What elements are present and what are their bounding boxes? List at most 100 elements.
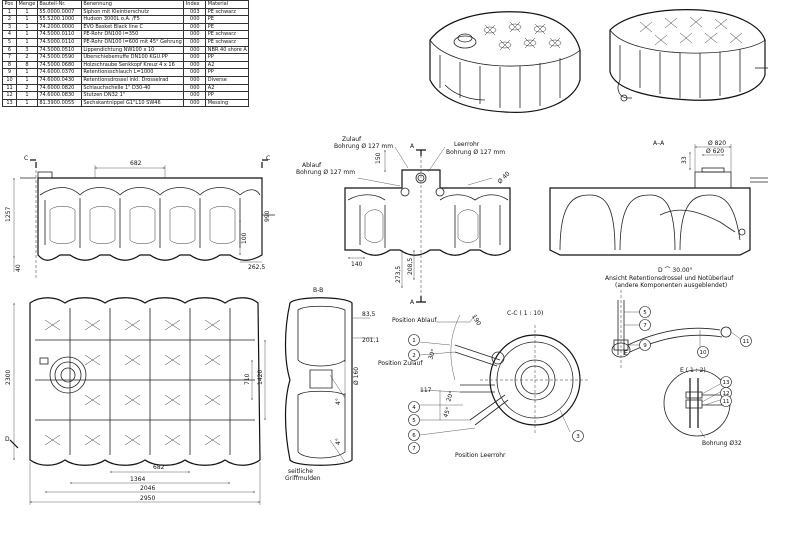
section-bb-title: B-B [313, 287, 323, 294]
dim-990: 990 [264, 210, 271, 222]
bom-cell-pos: 13 [2, 98, 17, 108]
dim-710: 710 [244, 373, 251, 385]
dim-262: 262,5 [248, 264, 265, 271]
callout-number: 10 [700, 350, 707, 356]
callout-number: 7 [412, 446, 416, 452]
callout-bubble [720, 395, 732, 407]
dim-1420: 1420 [257, 370, 264, 385]
dim-682-bottom: 682 [153, 464, 165, 471]
dim-2046: 2046 [140, 485, 155, 492]
dim-1257: 1257 [5, 207, 12, 222]
bill-of-materials-table: Pos Menge Bauteil-Nr. Benennung Index Ma… [2, 0, 250, 108]
dim-100: 100 [241, 232, 248, 244]
bohrung-32-label: Bohrung Ø32 [702, 440, 742, 447]
detail-d-view [611, 290, 743, 370]
callout-number: 2 [412, 353, 416, 359]
griffmulden-label-2: Griffmulden [285, 475, 321, 482]
callout-number: 13 [723, 380, 730, 386]
leerrohr-bohrung-label: Bohrung Ø 127 mm [446, 149, 505, 156]
callout-number: 5 [643, 310, 647, 316]
dim-83: 83,5 [362, 311, 376, 318]
section-bb-view [284, 297, 375, 466]
callout-number: 7 [643, 323, 647, 329]
dim-201: 201,1 [362, 337, 379, 344]
callout-number: 12 [723, 391, 730, 397]
dim-682-top: 682 [130, 160, 142, 167]
detail-e-view [663, 369, 731, 439]
cut-c-left: C [24, 155, 28, 162]
callout-bubble [697, 346, 709, 358]
callout-number: 4 [412, 405, 416, 411]
callout-number: 9 [643, 343, 647, 349]
ablauf-label: Ablauf [302, 162, 322, 169]
callout-bubble [408, 442, 420, 454]
top-view [9, 297, 266, 505]
griffmulden-label-1: seitliche [288, 468, 313, 475]
callout-bubble [408, 429, 420, 441]
section-aa-title: A–A [653, 140, 665, 147]
zulauf-bohrung-label: Bohrung Ø 127 mm [334, 143, 393, 150]
cut-d-label: D [5, 436, 10, 443]
detail-d-caption-1: Ansicht Retentionsdrossel und Notüberlau… [605, 275, 734, 282]
callout-bubble [572, 430, 584, 442]
cut-a-bottom: A [410, 299, 415, 306]
dim-45deg: 45° [442, 406, 452, 418]
callout-number: 1 [412, 338, 416, 344]
section-aa-view [549, 144, 768, 256]
dim-2950: 2950 [140, 495, 155, 502]
dim-160: Ø 160 [353, 367, 360, 385]
isometric-view-left [429, 11, 581, 113]
dim-190: 190 [470, 314, 482, 328]
cut-a-top: A [410, 143, 415, 150]
callout-bubble [740, 335, 752, 347]
dim-4deg-a: 4° [335, 398, 342, 405]
bom-cell-benennung: Sechskantnippel G1"L10 SW46 [80, 98, 185, 108]
leerrohr-label: Leerrohr [454, 141, 480, 148]
callout-number: 3 [576, 434, 580, 440]
callout-number: 6 [412, 433, 416, 439]
dim-4deg-b: 4° [335, 438, 342, 445]
dim-30deg: 30° [427, 348, 437, 360]
dim-33: 33 [681, 156, 688, 164]
dim-620: Ø 620 [706, 148, 724, 155]
callout-number: 5 [412, 418, 416, 424]
bom-header-row: Pos Menge Bauteil-Nr. Benennung Index Ma… [2, 0, 250, 9]
detail-d-callouts: 5 7 9 10 11 [639, 306, 752, 358]
dim-140: 140 [351, 261, 363, 268]
position-ablauf-label: Position Ablauf [392, 317, 437, 324]
dim-117: 117 [420, 387, 432, 394]
detail-d-caption-2: (andere Komponenten ausgeblendet) [615, 282, 727, 289]
detail-e-title: E ( 1 : 2) [680, 367, 706, 374]
cut-c-right: C [266, 155, 270, 162]
callout-bubble [408, 401, 420, 413]
ablauf-bohrung-label: Bohrung Ø 127 mm [296, 169, 355, 176]
dim-1364: 1364 [130, 476, 145, 483]
position-leerrohr-label: Position Leerrohr [455, 452, 506, 459]
callout-bubble [408, 414, 420, 426]
dim-150: 150 [375, 152, 382, 164]
callout-bubble [639, 339, 651, 351]
section-cc-title: C-C ( 1 : 10) [507, 310, 543, 317]
front-view [13, 159, 275, 280]
section-cc-view [419, 314, 590, 436]
callout-number: 11 [743, 339, 750, 345]
cut-e-label: E [624, 350, 628, 357]
callout-bubble [408, 349, 420, 361]
dim-d40: Ø 40 [496, 170, 511, 185]
detail-d-title: D ⌒ 30.00° [658, 267, 693, 274]
position-zulauf-label: Position Zulauf [378, 360, 423, 367]
zulauf-label: Zulauf [342, 136, 362, 143]
dim-2300: 2300 [5, 370, 12, 385]
side-view [344, 146, 511, 303]
section-cc-callouts: 1 2 4 5 6 7 3 [408, 334, 584, 454]
dim-820: Ø 820 [708, 140, 726, 147]
bom-cell-material: Messing [205, 98, 250, 108]
callout-bubble [408, 334, 420, 346]
dim-208: 208,5 [407, 258, 414, 275]
dim-20deg: 20° [445, 390, 455, 402]
isometric-view-right [609, 9, 768, 102]
